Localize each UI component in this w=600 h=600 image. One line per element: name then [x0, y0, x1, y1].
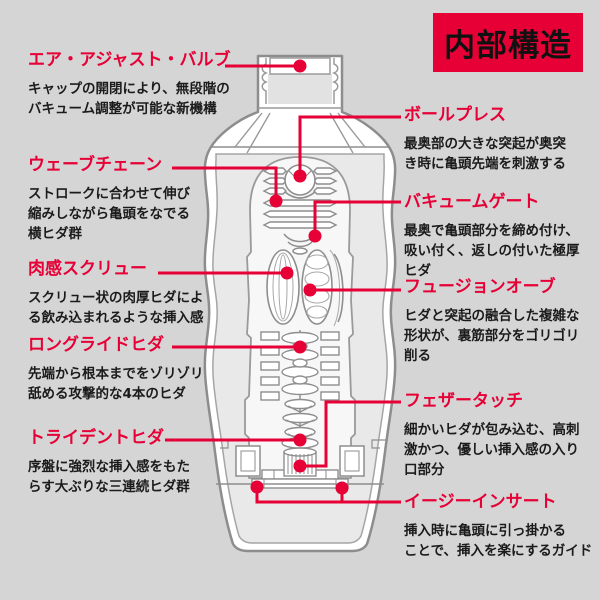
callout-description: 先端から根本までをゾリゾリ 舐める攻撃的な4本のヒダ — [28, 366, 204, 402]
callout-dot — [250, 480, 264, 494]
callout-dot — [293, 59, 307, 73]
callout-heading: ボールプレス — [404, 105, 506, 125]
callout-description: ヒダと突起の融合した複雑な 形状が、裏筋部分をゴリゴリ 削る — [404, 308, 580, 364]
callout-air-adjust-valve: エア・アジャスト・バルブ キャップの開閉により、無段階の バキューム調整が可能な… — [28, 50, 243, 119]
callout-heading: 肉感スクリュー — [28, 259, 147, 279]
callout-heading: ウェーブチェーン — [28, 155, 163, 175]
callout-wave-chain: ウェーブチェーン ストロークに合わせて伸び 縮みしながら亀頭をなでる 横ヒダ群 — [28, 155, 243, 244]
callout-description: 細かいヒダが包み込む、高刺 激かつ、優しい挿入感の入り 口部分 — [404, 422, 580, 478]
callout-dot — [335, 481, 349, 495]
long-ride-column — [260, 330, 340, 452]
callout-trident-hida: トライデントヒダ 序盤に強烈な挿入感をもた らす大ぶりな三連続ヒダ群 — [28, 428, 243, 497]
callout-description: スクリュー状の肉厚ヒダによ る飲み込まれるような挿入感 — [28, 290, 204, 326]
callout-fusion-orb: フュージョンオーブ ヒダと突起の融合した複雑な 形状が、裏筋部分をゴリゴリ 削る — [404, 277, 598, 366]
leader-wave-chain — [172, 166, 278, 196]
callout-description: 最奥部の大きな突起が奥突 き時に亀頭先端を刺激する — [404, 136, 566, 172]
callout-description: 挿入時に亀頭に引っ掛かる ことで、挿入を楽にするガイド — [404, 523, 593, 559]
callout-vacuum-gate: バキュームゲート 最奥で亀頭部分を締め付け、 吸い付く、返しの付いた極厚 ヒダ — [404, 192, 598, 281]
callout-dot — [280, 266, 294, 280]
callout-heading: バキュームゲート — [404, 192, 540, 212]
callout-heading: フュージョンオーブ — [404, 277, 556, 297]
callout-heading: イージーインサート — [404, 492, 557, 512]
callout-description: ストロークに合わせて伸び 縮みしながら亀頭をなでる 横ヒダ群 — [28, 186, 190, 242]
callout-heading: ロングライドヒダ — [28, 335, 164, 355]
callout-description: キャップの開閉により、無段階の バキューム調整が可能な新機構 — [28, 81, 230, 117]
leader-ball-press — [298, 115, 401, 176]
wave-chain-ribs — [262, 167, 338, 229]
leader-feather-touch — [304, 400, 401, 468]
callout-nikukan-screw: 肉感スクリュー スクリュー状の肉厚ヒダによ る飲み込まれるような挿入感 — [28, 259, 243, 328]
callout-heading: フェザータッチ — [404, 391, 523, 411]
callout-dots — [250, 59, 349, 495]
callout-feather-touch: フェザータッチ 細かいヒダが包み込む、高刺 激かつ、優しい挿入感の入り 口部分 — [404, 391, 598, 480]
callout-heading: トライデントヒダ — [28, 428, 164, 448]
callout-description: 最奥で亀頭部分を締め付け、 吸い付く、返しの付いた極厚 ヒダ — [404, 223, 580, 279]
callout-dot — [293, 340, 307, 354]
callout-lines — [158, 64, 401, 504]
callout-easy-insert: イージーインサート 挿入時に亀頭に引っ掛かる ことで、挿入を楽にするガイド — [404, 492, 598, 561]
section-title-badge: 内部構造 — [433, 13, 583, 72]
callout-heading: エア・アジャスト・バルブ — [28, 50, 231, 70]
callout-ball-press: ボールプレス 最奥部の大きな突起が奥突 き時に亀頭先端を刺激する — [404, 105, 598, 174]
callout-dot — [293, 169, 307, 183]
leader-vacuum-gate — [313, 200, 401, 231]
callout-dot — [293, 459, 307, 473]
callout-dot — [308, 229, 322, 243]
callout-dot — [293, 433, 307, 447]
callout-description: 序盤に強烈な挿入感をもた らす大ぶりな三連続ヒダ群 — [28, 459, 190, 495]
callout-dot — [269, 194, 283, 208]
callout-dot — [303, 283, 317, 297]
callout-long-ride-hida: ロングライドヒダ 先端から根本までをゾリゾリ 舐める攻撃的な4本のヒダ — [28, 335, 243, 404]
